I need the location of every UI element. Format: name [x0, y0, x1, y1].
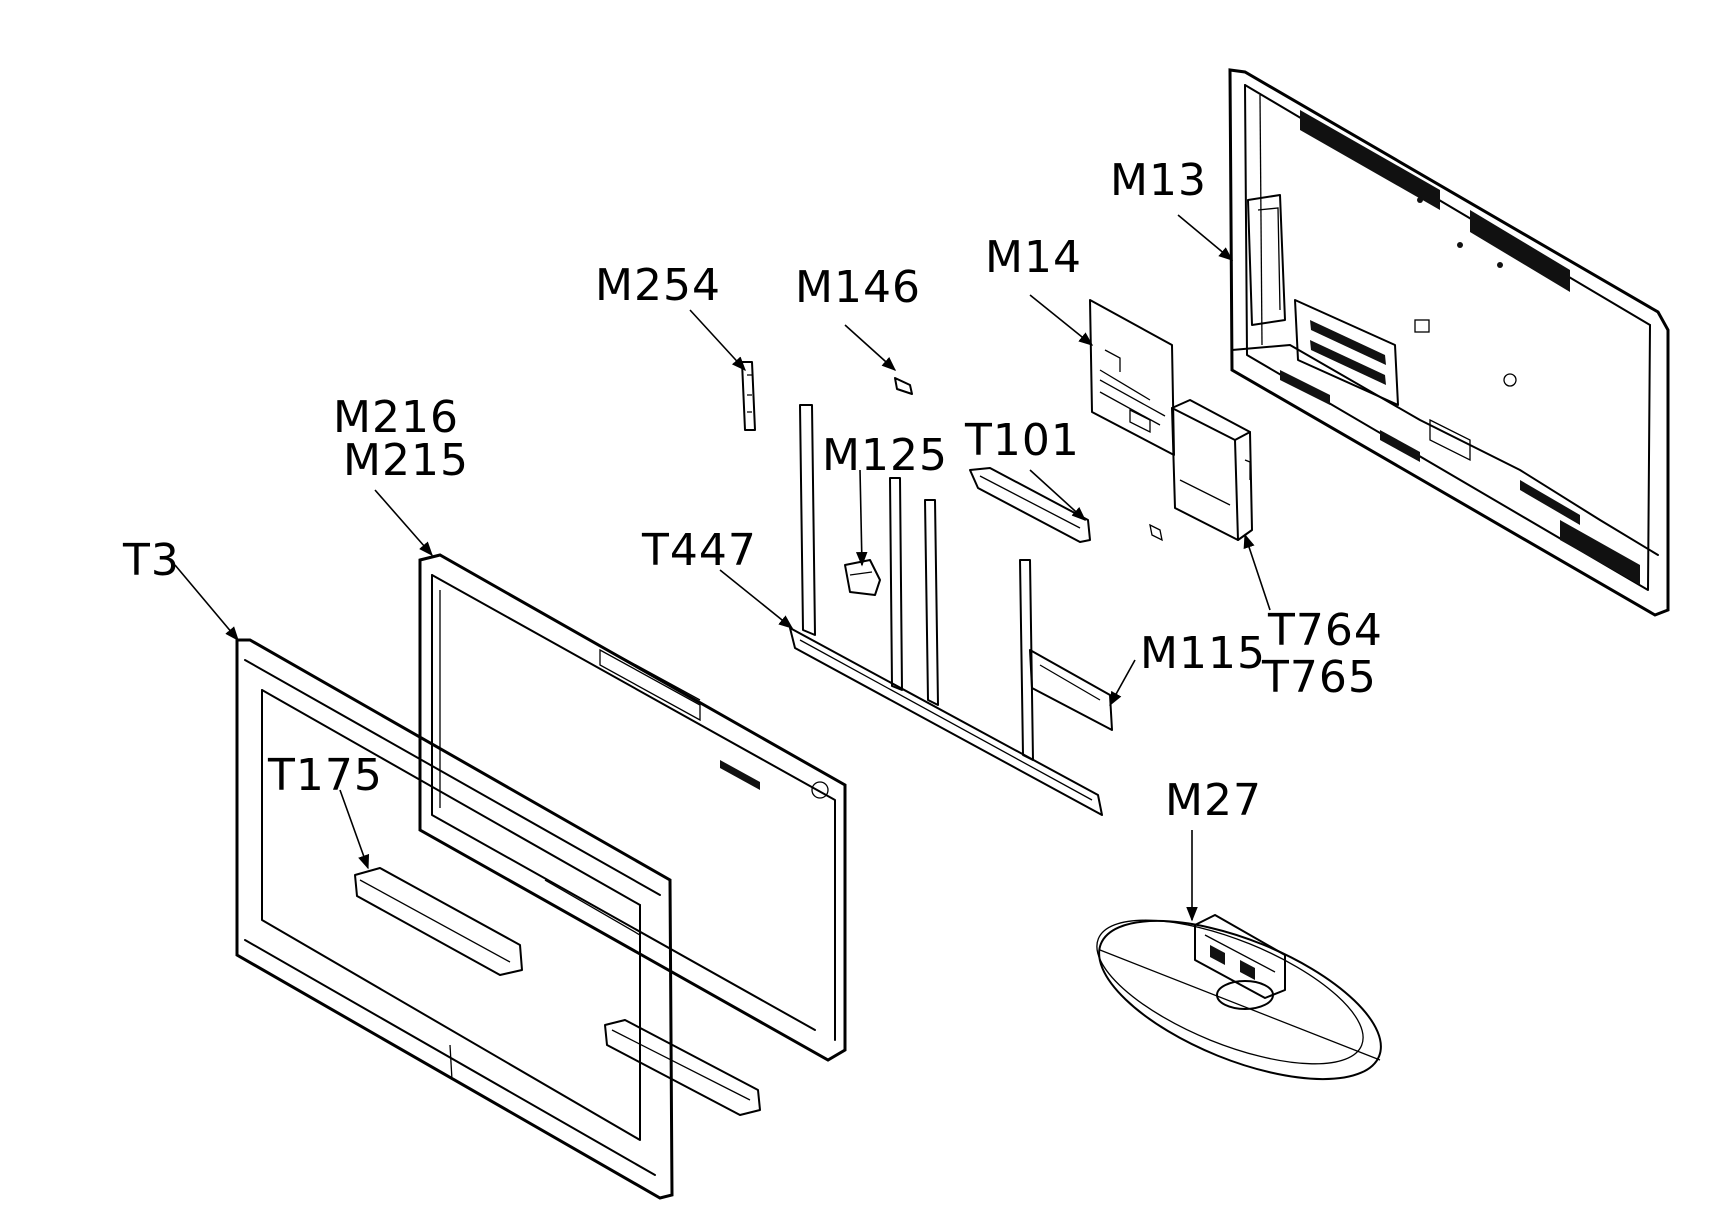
label-m27: M27	[1165, 775, 1262, 826]
label-t765: T765	[1261, 652, 1377, 703]
label-m216: M216	[333, 392, 459, 443]
label-m13: M13	[1110, 155, 1207, 206]
label-t175: T175	[267, 750, 383, 801]
label-t3: T3	[122, 535, 180, 586]
leader-arrows	[174, 214, 1271, 922]
rear-cabinet-m13	[1228, 68, 1670, 617]
label-m125: M125	[822, 430, 948, 481]
bracket-t101	[969, 467, 1091, 543]
label-t764: T764	[1267, 605, 1383, 656]
frame-t447	[789, 404, 1113, 816]
label-m115: M115	[1140, 628, 1266, 679]
label-m146: M146	[795, 262, 921, 313]
label-t447: T447	[641, 525, 757, 576]
front-bezel-t3	[235, 638, 761, 1200]
small-board-m254	[741, 361, 756, 431]
label-m14: M14	[985, 232, 1082, 283]
small-clip	[1149, 523, 1163, 542]
power-board-t764-t765	[1171, 399, 1253, 541]
clip-m146	[894, 377, 913, 395]
label-m254: M254	[595, 260, 721, 311]
label-t101: T101	[964, 415, 1080, 466]
stand-m27	[1096, 914, 1382, 1081]
panel-module-m216-m215	[418, 553, 847, 1062]
label-m215: M215	[343, 435, 469, 486]
callout-labels: M13 M14 M254 M146 M216 M215 T3 T101 M125…	[122, 155, 1383, 826]
main-board-m14	[1089, 299, 1175, 456]
